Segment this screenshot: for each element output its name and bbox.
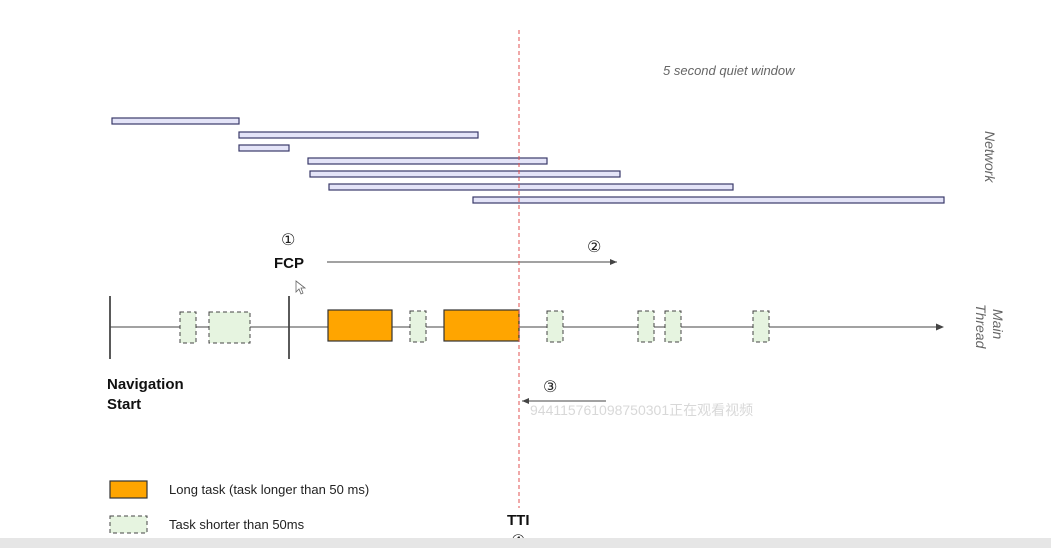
legend-short-task-swatch bbox=[109, 515, 148, 534]
network-request-bar bbox=[238, 144, 290, 152]
short-task bbox=[409, 310, 427, 343]
long-task bbox=[327, 309, 393, 342]
short-task bbox=[637, 310, 655, 343]
network-request-bar bbox=[307, 157, 548, 165]
fcp-marker: ① bbox=[281, 230, 295, 249]
marker-3: ③ bbox=[543, 377, 557, 396]
watermark-text: 944115761098750301正在观看视频 bbox=[530, 402, 753, 418]
long-task bbox=[443, 309, 520, 342]
short-task bbox=[664, 310, 682, 343]
quiet-window-label: 5 second quiet window bbox=[663, 63, 796, 78]
network-request-bar bbox=[309, 170, 621, 178]
short-task bbox=[208, 311, 251, 344]
main-thread-timeline bbox=[109, 296, 944, 359]
navigation-start-label-line1: Navigation bbox=[107, 376, 184, 393]
legend-short-task-label: Task shorter than 50ms bbox=[169, 517, 305, 532]
short-task bbox=[752, 310, 770, 343]
bottom-edge bbox=[0, 538, 1051, 548]
navigation-start-label-line2: Start bbox=[107, 396, 141, 413]
legend-long-task-label: Long task (task longer than 50 ms) bbox=[169, 482, 369, 497]
main-thread-label-line2: Thread bbox=[973, 304, 989, 350]
network-label: Network bbox=[982, 131, 998, 183]
network-request-bar bbox=[111, 117, 240, 125]
network-request-bar bbox=[328, 183, 734, 191]
network-request-bar bbox=[238, 131, 479, 139]
legend: Long task (task longer than 50 ms) Task … bbox=[109, 480, 369, 534]
legend-long-task-swatch bbox=[109, 480, 148, 499]
fcp-label: FCP bbox=[274, 255, 304, 272]
short-task bbox=[546, 310, 564, 343]
mouse-cursor-icon bbox=[295, 280, 307, 295]
main-thread-label-line1: Main bbox=[990, 309, 1006, 340]
short-task bbox=[179, 311, 197, 344]
marker-2: ② bbox=[587, 237, 601, 256]
network-request-bar bbox=[472, 196, 945, 204]
network-requests bbox=[111, 117, 945, 204]
tti-label: TTI bbox=[507, 512, 530, 529]
main-thread-arrowhead-icon bbox=[936, 323, 944, 331]
